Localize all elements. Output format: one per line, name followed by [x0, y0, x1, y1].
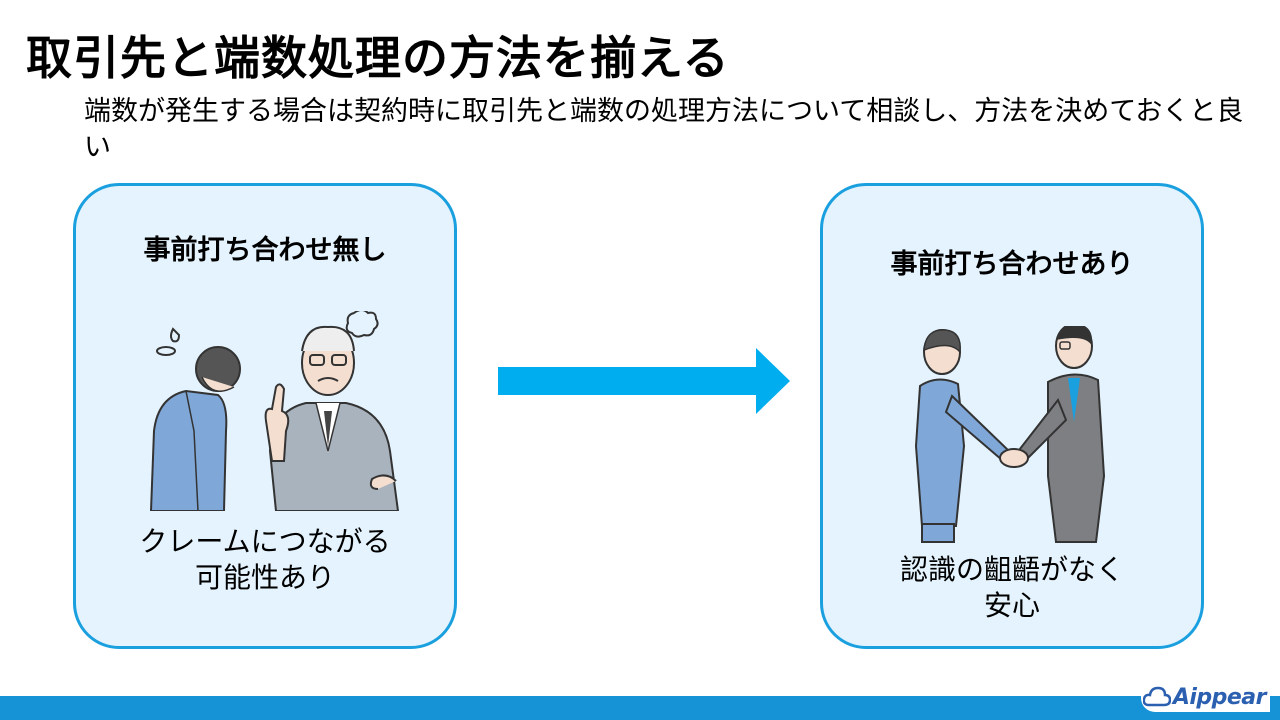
sweat-drop-icon	[156, 346, 176, 356]
panel-caption-with-meeting: 認識の齟齬がなく 安心	[899, 553, 1124, 622]
sweat-drop-icon	[170, 327, 181, 343]
aippear-logo: Aippear	[1140, 682, 1270, 712]
logo-text: Aippear	[1172, 684, 1267, 710]
handshake-illustration	[914, 326, 1106, 543]
panel-title-without-meeting: 事前打ち合わせ無し	[143, 235, 387, 266]
scolding-illustration	[149, 311, 400, 511]
bowing-woman-body	[149, 389, 228, 511]
footer-bar	[0, 696, 1280, 720]
right-arrow-icon	[498, 348, 790, 414]
slide-subtitle: 端数が発生する場合は契約時に取引先と端数の処理方法について相談し、方法を決めてお…	[84, 96, 1244, 163]
slide-title: 取引先と端数処理の方法を揃える	[26, 31, 730, 85]
anger-puff-icon	[345, 311, 379, 338]
handshake-hands	[999, 448, 1029, 468]
cloud-logo-icon	[1142, 686, 1171, 707]
panel-title-with-meeting: 事前打ち合わせあり	[890, 249, 1134, 280]
panel-without-meeting: 事前打ち合わせ無し クレームにつながる 可能性あり	[73, 183, 457, 649]
panel-caption-without-meeting: クレームにつながる 可能性あり	[139, 525, 391, 594]
panel-with-meeting: 事前打ち合わせあり 認識の齟齬がなく 安心	[820, 183, 1204, 649]
raised-finger-hand	[264, 383, 290, 462]
